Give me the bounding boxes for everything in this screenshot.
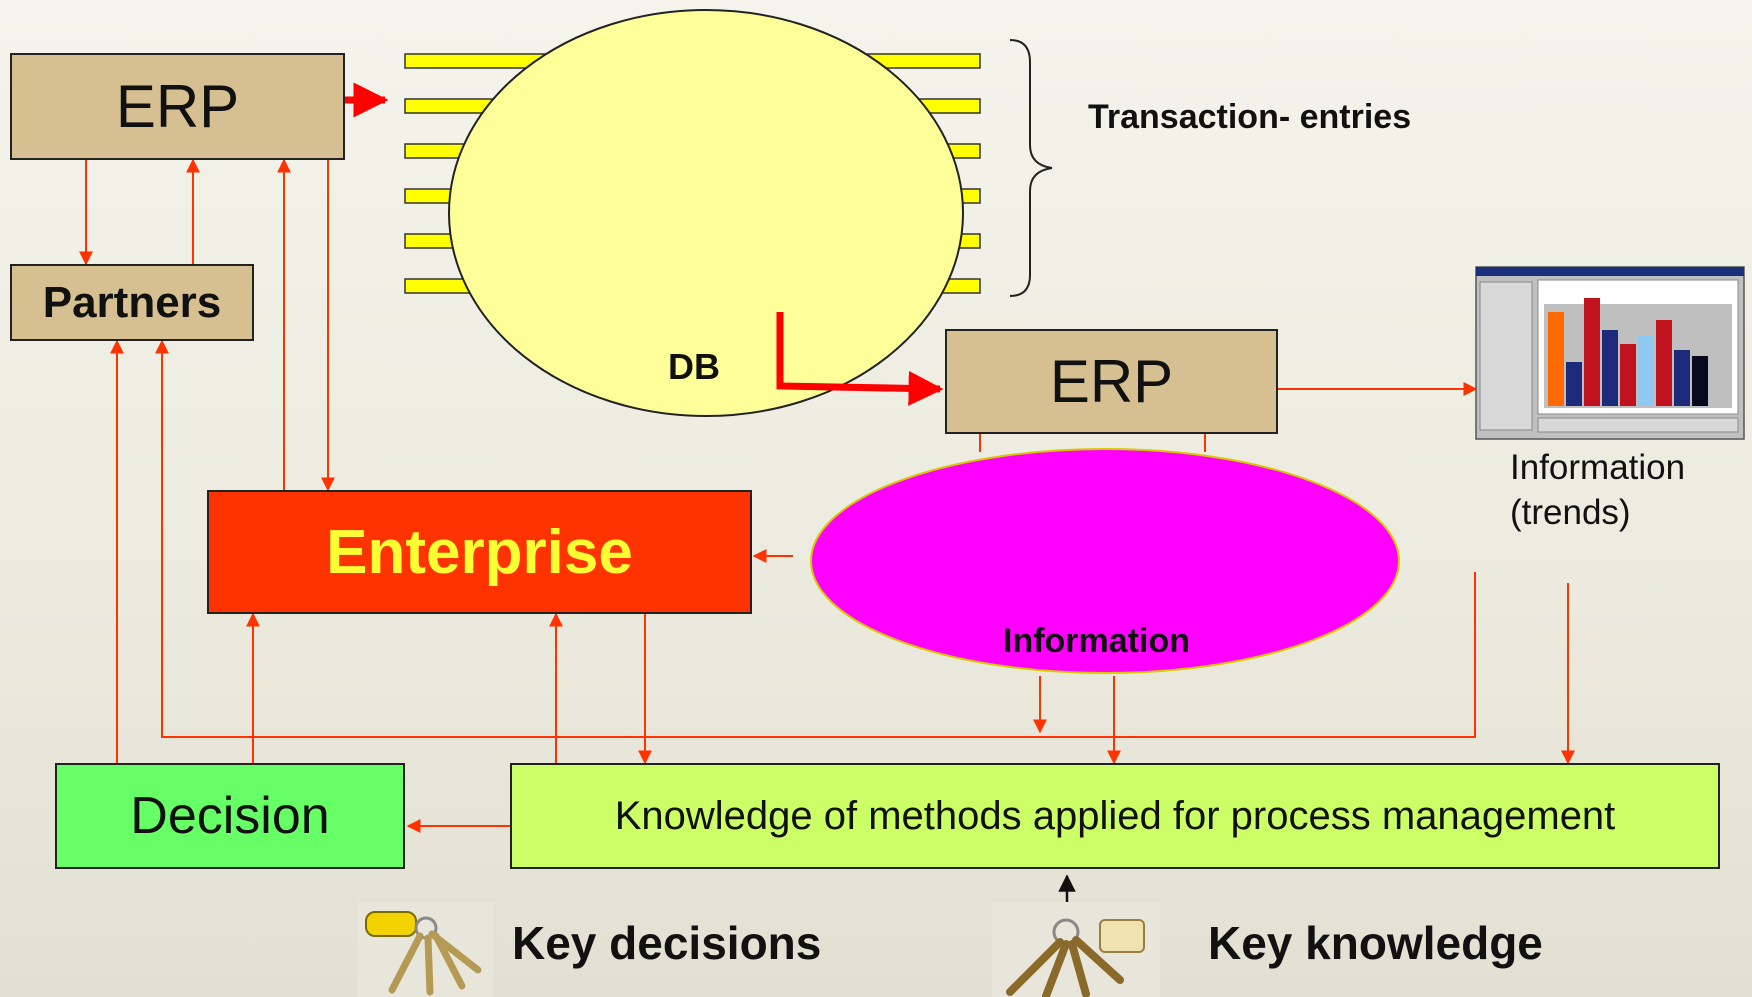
enterprise-box: Enterprise xyxy=(207,490,752,614)
erp-top-box: ERP xyxy=(10,53,345,160)
bar-chart-screenshot-icon xyxy=(1475,266,1745,440)
transaction-brace xyxy=(1009,39,1053,297)
erp-mid-label: ERP xyxy=(1049,348,1174,415)
keys-icon-right xyxy=(992,902,1160,997)
transaction-entries-label: Transaction- entries xyxy=(1088,98,1412,136)
information-trends-label-line1: Information xyxy=(1510,448,1686,487)
db-to-erp-arrow xyxy=(776,312,944,406)
erp-top-label: ERP xyxy=(115,73,240,140)
key-knowledge-label: Key knowledge xyxy=(1208,917,1543,969)
db-label: DB xyxy=(668,346,720,387)
information-trends-label-line2: (trends) xyxy=(1510,493,1631,532)
decision-box: Decision xyxy=(55,763,405,869)
partners-box: Partners xyxy=(10,264,254,341)
partners-label: Partners xyxy=(42,277,222,327)
keys-icon xyxy=(357,902,493,997)
db-ellipse xyxy=(448,9,964,417)
decision-label: Decision xyxy=(130,787,330,845)
information-ellipse xyxy=(810,448,1400,674)
connector-arrows xyxy=(79,158,1575,833)
enterprise-label: Enterprise xyxy=(326,517,633,587)
knowledge-label: Knowledge of methods applied for process… xyxy=(614,793,1616,838)
knowledge-box: Knowledge of methods applied for process… xyxy=(510,763,1720,869)
key-decisions-label: Key decisions xyxy=(512,917,822,969)
erp-mid-box: ERP xyxy=(945,329,1278,434)
information-label: Information xyxy=(1003,622,1190,660)
